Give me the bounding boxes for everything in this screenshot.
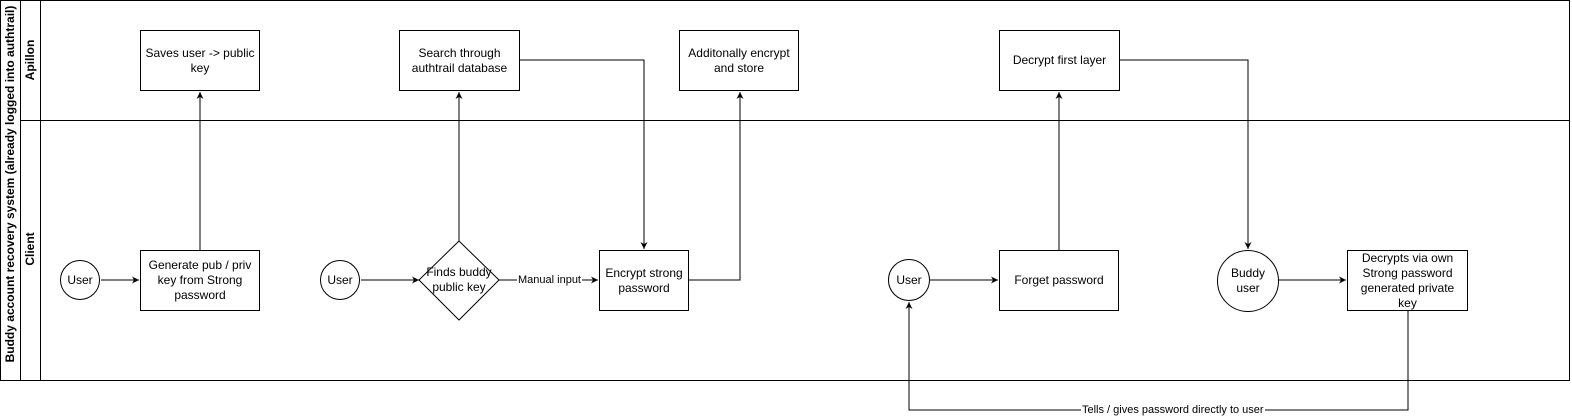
user-node-2: User [320,260,360,300]
edge-decrypt-to-buddy [1120,59,1252,249]
encrypt-strong-box: Encrypt strong password [599,250,689,311]
decrypt-own-box: Decrypts via own Strong password generat… [1347,250,1468,311]
lane-title-apillon: Apillon [23,39,37,81]
encrypt-store-box: Additonally encrypt and store [679,30,799,91]
user-node-3: User [888,259,930,301]
edge-decrypt-own-to-user3 [905,302,1409,411]
edge-search-to-encrypt [520,59,648,249]
manual-input-label: Manual input [517,274,582,286]
edge-encrypt-to-store [689,92,744,281]
tells-user-label: Tells / gives password directly to user [1081,404,1265,416]
find-buddy-diamond [418,240,500,321]
user-node-1: User [60,260,100,300]
generate-keys-box: Generate pub / priv key from Strong pass… [140,250,260,311]
find-buddy-label: Finds buddy public key [426,265,492,294]
pool-title: Buddy account recovery system (already l… [3,5,17,363]
lane-title-client: Client [23,232,37,266]
pool-border [0,0,1570,381]
search-db-box: Search through authtrail database [399,30,520,91]
decrypt-first-box: Decrypt first layer [999,30,1120,91]
forget-password-box: Forget password [999,250,1119,311]
save-key-box: Saves user -> public key [140,30,260,91]
buddy-user-node: Buddy user [1217,250,1279,312]
